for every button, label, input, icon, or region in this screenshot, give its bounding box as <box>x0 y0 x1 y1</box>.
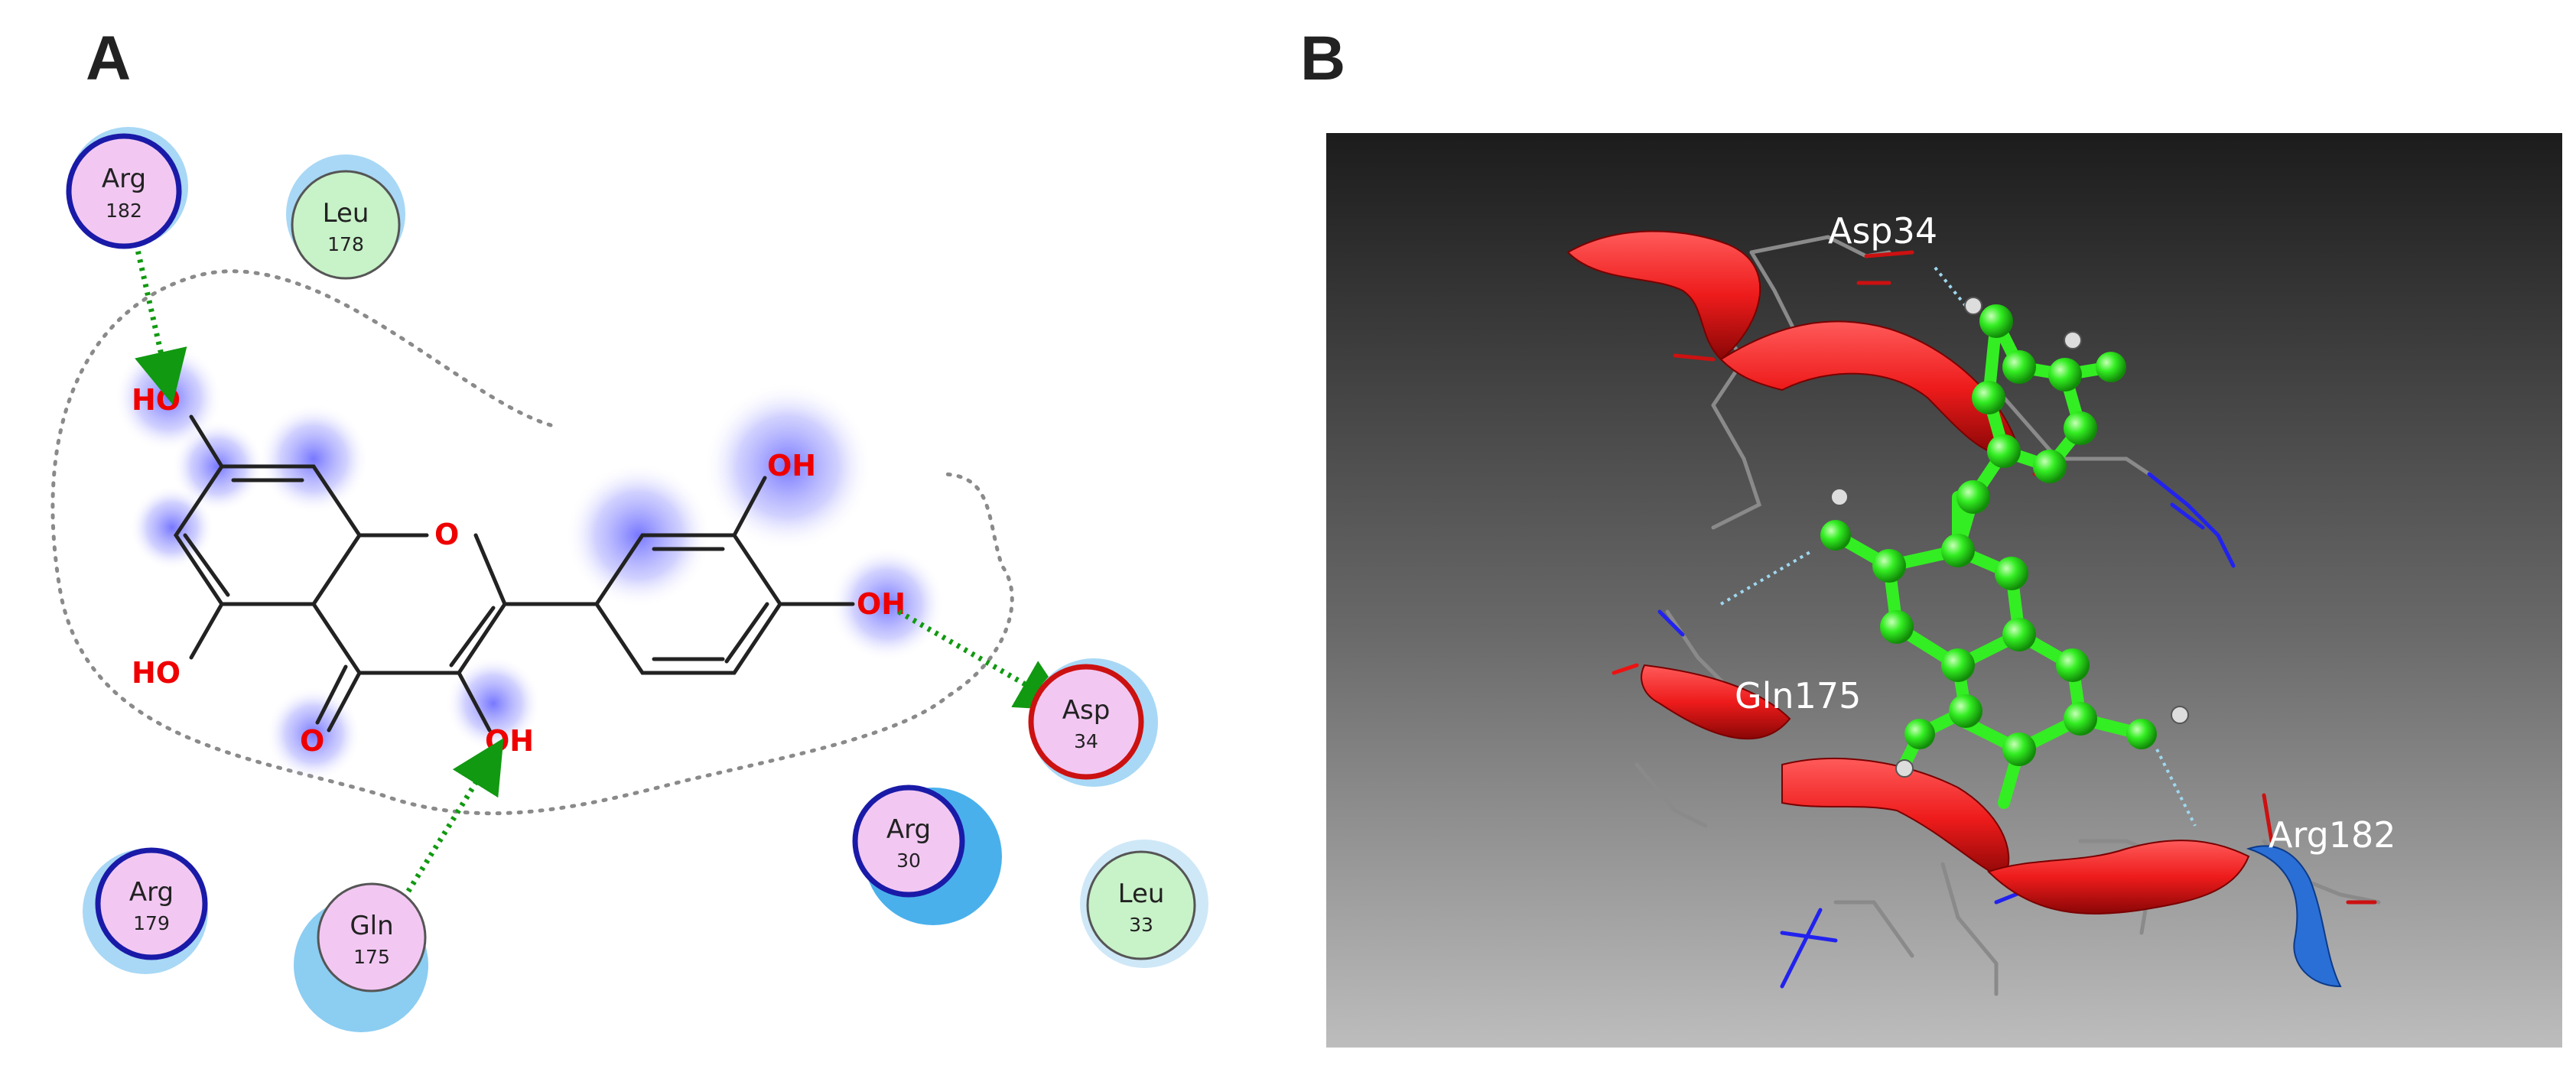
svg-text:Gln: Gln <box>350 911 393 941</box>
ligand-atoms-3d <box>1820 304 2157 766</box>
svg-text:Arg: Arg <box>886 814 931 845</box>
svg-text:178: 178 <box>327 233 364 255</box>
alpha-helix-ribbon <box>1566 230 2250 914</box>
solvent-exposure-glows <box>115 344 945 781</box>
hbond-gln175 <box>402 738 504 900</box>
panel-label-a: A <box>86 24 132 93</box>
residue-leu33: Leu 33 <box>1080 840 1208 968</box>
hydrogen-atoms-3d <box>1830 297 2189 778</box>
panel-label-b: B <box>1300 24 1346 93</box>
svg-text:179: 179 <box>133 912 170 934</box>
label-asp34: Asp34 <box>1828 210 1937 252</box>
svg-text:30: 30 <box>896 849 921 872</box>
residue-asp34: Asp 34 <box>1028 658 1158 787</box>
pocket-outline <box>50 269 1014 816</box>
interaction-diagram-2d: HO HO O O OH OH OH Arg 182 Leu 178 <box>50 127 1208 1032</box>
atom-label-carbonyl-o: O <box>300 724 324 758</box>
svg-text:182: 182 <box>106 200 142 222</box>
svg-text:Leu: Leu <box>323 198 369 229</box>
svg-text:Asp: Asp <box>1062 695 1111 726</box>
atom-label-oh-3: OH <box>485 724 534 758</box>
residue-arg30: Arg 30 <box>852 785 1002 925</box>
svg-text:33: 33 <box>1129 914 1153 936</box>
atom-label-oh-3prime: OH <box>767 449 816 482</box>
svg-text:Leu: Leu <box>1118 879 1165 909</box>
ligand-skeleton <box>173 414 855 733</box>
residue-arg182: Arg 182 <box>66 127 188 249</box>
hbond-arg182 <box>133 242 187 405</box>
label-arg182: Arg182 <box>2269 814 2396 856</box>
residue-gln175: Gln 175 <box>294 882 428 1032</box>
render-background <box>1326 133 2562 1048</box>
residue-arg179: Arg 179 <box>83 847 208 974</box>
atom-label-ho-5: HO <box>132 656 181 690</box>
hbond-asp34 <box>897 609 1072 711</box>
hbond-dashes-3d <box>1719 266 2197 827</box>
svg-text:175: 175 <box>353 946 390 968</box>
svg-text:Arg: Arg <box>129 877 174 908</box>
svg-text:Arg: Arg <box>102 164 146 194</box>
residue-leu178: Leu 178 <box>286 154 405 280</box>
docking-render-3d: Asp34 Gln175 Arg182 <box>1326 133 2562 1048</box>
atom-label-ring-o: O <box>434 518 459 551</box>
coil-ribbon <box>2246 845 2342 988</box>
atom-label-oh-4prime: OH <box>857 587 906 621</box>
hydrogen-bonds <box>133 242 1072 900</box>
label-gln175: Gln175 <box>1735 675 1861 716</box>
svg-text:34: 34 <box>1074 730 1098 752</box>
atom-label-ho-7: HO <box>132 383 181 417</box>
